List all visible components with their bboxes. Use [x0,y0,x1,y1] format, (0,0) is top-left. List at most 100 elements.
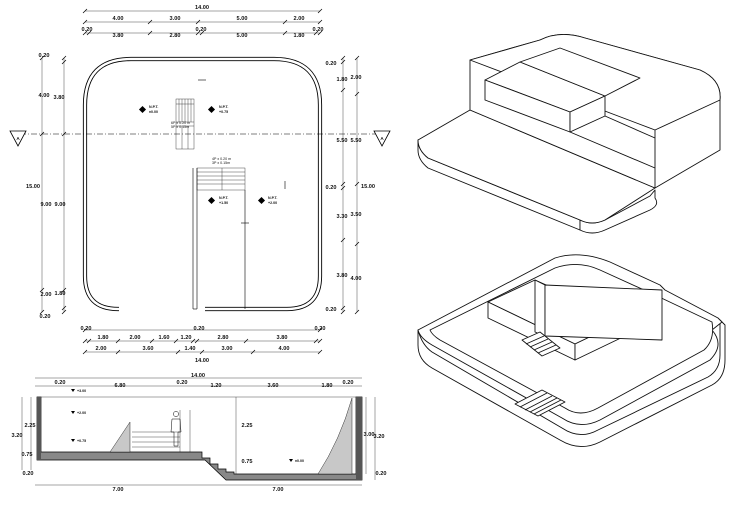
section-top-dim-2: 6.80 [115,383,126,389]
plan-bottom-dim-8: 3.80 [277,335,288,341]
dim-tick [61,59,67,65]
section-left-dim-1: 2.25 [25,423,36,429]
dim-tick [250,349,256,355]
section-drawing: 14.00 0.20 6.80 0.20 1.20 3.60 1.80 0.20 [12,373,387,493]
plan-bottom-dim-4: 1.60 [159,335,170,341]
iso-stair-1 [521,331,561,357]
plan-stair-upper: 6P x 0.20 m 5P x 0.15m [171,79,206,150]
dim-tick [313,338,319,344]
dim-tick [82,349,88,355]
dim-tick [194,338,200,344]
dim-tick [317,19,323,25]
plan-left-dim-top: 0.20 [39,53,50,59]
dim-tick [61,305,67,311]
dim-tick [86,338,92,344]
svg-text:±0.00: ±0.00 [149,110,158,114]
floor-plan: A A 6P x 0.20 m 5P x 0.15m [9,56,391,312]
plan-interior-wall [192,168,198,309]
plan-bottom-subdim-3: 1.40 [185,346,196,352]
dim-tick [317,338,323,344]
dim-tick [354,55,360,61]
section-cut-slab [36,396,363,481]
dim-tick [147,19,153,25]
plan-bottom-dim-9: 0.20 [315,326,326,332]
dim-tick [195,30,201,36]
dim-tick [82,19,88,25]
dim-tick [340,185,346,191]
section-left-wall [37,397,41,460]
dim-tick [282,19,288,25]
plan-bottom-subdim-5: 4.00 [279,346,290,352]
section-stair-background [132,410,191,452]
plan-left-subdim-1: 3.80 [54,95,65,101]
section-bottom-small-1: 0.20 [23,471,34,477]
section-right-dim-1: 3.00 [364,432,375,438]
plan-right-dim-2: 5.50 [351,138,362,144]
dim-tick [199,30,205,36]
svg-text:N.P.T.: N.P.T. [219,105,229,109]
plan-right-dim-1: 2.00 [351,75,362,81]
plan-right-dim-4: 4.00 [351,276,362,282]
dim-tick [115,338,121,344]
dim-tick [313,30,319,36]
dim-tick [39,309,45,315]
section-top-dim-7: 0.20 [343,380,354,386]
dim-tick [82,338,88,344]
plan-top-subdim-3: 2.80 [170,33,181,39]
person-figure [170,411,182,447]
section-left-dim-3: 0.75 [22,452,33,458]
svg-text:N.P.T.: N.P.T. [149,105,159,109]
stair2-note-line2: 3P x 0.15m [212,161,230,165]
svg-text:A: A [380,136,384,141]
dim-tick [243,338,249,344]
svg-text:+2.00: +2.00 [268,201,277,205]
level-marker-1: N.P.T. +0.75 [207,105,229,114]
svg-text:N.P.T.: N.P.T. [268,196,278,200]
plan-left-total: 15.00 [26,184,40,190]
dim-tick [82,327,88,333]
level-marker-2: N.P.T. +1.50 [207,196,229,205]
dim-tick [354,309,360,315]
dim-tick [149,338,155,344]
plan-total-width-top: 14.00 [195,5,209,11]
dim-tick [86,30,92,36]
plan-top-dim-2: 3.00 [170,16,181,22]
svg-text:+0.75: +0.75 [219,110,228,114]
section-marker-left: A [9,130,27,147]
plan-top-subdim-5: 5.00 [237,33,248,39]
dim-tick [340,309,346,315]
plan-top-dimensions: 14.00 4.00 3.00 5.00 2.00 0.20 3.80 2.80… [82,5,324,39]
dim-tick [61,55,67,61]
dim-tick [190,338,196,344]
svg-text:+3.00: +3.00 [77,389,86,393]
plan-right-total: 15.00 [361,184,375,190]
plan-top-subdim-1: 0.20 [82,27,93,33]
svg-text:+1.50: +1.50 [219,201,228,205]
dim-tick [354,181,360,187]
section-top-dim-3: 0.20 [177,380,188,386]
plan-top-subdim-6: 1.80 [294,33,305,39]
plan-left-dimensions: 0.20 4.00 3.80 15.00 9.00 9.00 2.00 1.80… [26,53,67,320]
dim-tick [317,349,323,355]
section-level-3: +3.00 [71,389,86,393]
plan-right-subdim-3: 5.50 [337,138,348,144]
dim-tick [317,8,323,14]
dim-tick [340,181,346,187]
plan-bottom-dim-2: 1.80 [98,335,109,341]
dim-tick [354,91,360,97]
plan-top-dim-4: 2.00 [294,16,305,22]
section-inner-dim-2: 0.75 [242,459,253,465]
plan-top-dim-3: 5.00 [237,16,248,22]
svg-text:N.P.T.: N.P.T. [219,196,229,200]
plan-bottom-subdim-2: 3.60 [143,346,154,352]
section-top-dim-5: 3.60 [268,383,279,389]
section-shading-right [317,397,353,475]
dim-tick [354,241,360,247]
plan-left-subdim-3: 1.80 [55,291,66,297]
plan-right-subdim-2: 1.80 [337,77,348,83]
dim-tick [82,30,88,36]
section-right-dim-2: 3.20 [374,434,385,440]
section-top-dim-4: 1.20 [211,383,222,389]
